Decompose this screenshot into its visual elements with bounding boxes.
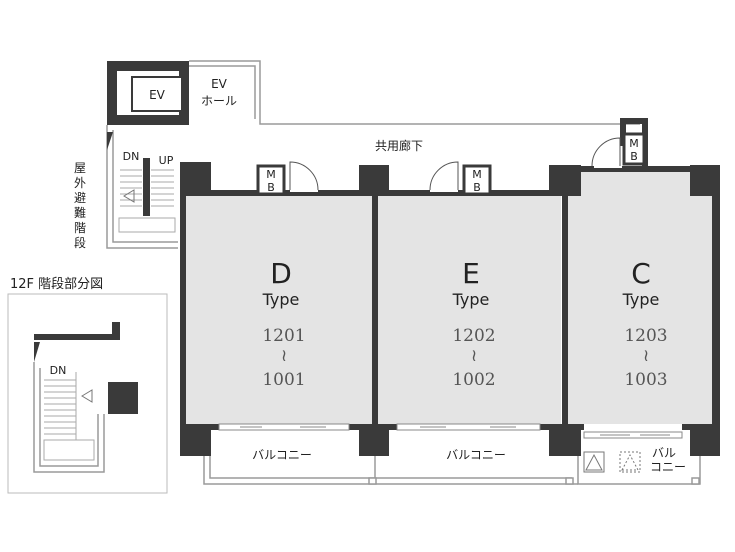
exterior-stair-label: 屋 外 避 難 階 段 [74, 161, 86, 250]
exterior-stair [107, 132, 176, 233]
svg-text:避: 避 [74, 191, 86, 205]
svg-text:B: B [267, 181, 275, 194]
svg-text:B: B [473, 181, 481, 194]
unit-range-sep: ≀ [281, 346, 287, 366]
ev-hall-label-line2: ホール [201, 94, 237, 108]
mb-box-c: M B [622, 132, 646, 166]
balconies [203, 456, 701, 485]
unit-range-bottom: 1002 [452, 370, 495, 390]
unit-range-top: 1203 [624, 326, 667, 346]
stair-wall-marker [107, 132, 113, 150]
corridor-outline [106, 125, 178, 249]
inset-arrow-icon [81, 389, 93, 403]
svg-text:段: 段 [74, 235, 86, 250]
balcony-c-label-line1: バル [652, 446, 676, 460]
svg-text:M: M [629, 137, 639, 150]
svg-text:屋: 屋 [74, 161, 86, 175]
balcony-d-label: バルコニー [252, 448, 312, 462]
windows [218, 423, 683, 439]
unit-range-bottom: 1001 [262, 370, 305, 390]
unit-letter: E [462, 257, 480, 290]
svg-text:階: 階 [74, 220, 86, 235]
ev-label: EV [149, 88, 166, 102]
mb-box-d: M B [256, 164, 286, 196]
unit-c-label: C Type 1203 ≀ 1003 [622, 257, 668, 390]
unit-letter: C [631, 257, 651, 290]
unit-d-floor [186, 196, 372, 424]
unit-d-label: D Type 1201 ≀ 1001 [262, 257, 306, 390]
svg-text:M: M [266, 168, 276, 181]
ev-hall [189, 60, 640, 125]
inset-dn-label: DN [50, 364, 67, 377]
svg-text:外: 外 [74, 176, 86, 190]
unit-type: Type [622, 290, 660, 309]
balcony-e-label: バルコニー [446, 448, 506, 462]
walls [180, 118, 720, 456]
mb-box-e: M B [462, 164, 492, 196]
unit-range-bottom: 1003 [624, 370, 667, 390]
svg-text:M: M [472, 168, 482, 181]
corridor-label: 共用廊下 [375, 138, 423, 153]
ev-hall-label-line1: EV [211, 77, 228, 91]
svg-text:難: 難 [74, 205, 86, 220]
unit-letter: D [270, 257, 292, 290]
unit-range-sep: ≀ [643, 346, 649, 366]
unit-type: Type [262, 290, 300, 309]
door-d [289, 161, 319, 192]
ac-unit-icon [583, 451, 641, 473]
balcony-c-label-line2: コニー [650, 460, 686, 474]
unit-range-top: 1202 [452, 326, 495, 346]
unit-c-floor [568, 172, 712, 424]
unit-e-label: E Type 1202 ≀ 1002 [452, 257, 496, 390]
stair-arrow-icon [123, 189, 135, 203]
unit-e-floor [378, 196, 561, 424]
inset-stair-plan [7, 293, 168, 494]
door-e [429, 161, 459, 192]
unit-type: Type [452, 290, 490, 309]
stair-dn-label: DN [123, 150, 140, 163]
inset-title: 12F 階段部分図 [10, 277, 103, 292]
door-c [591, 137, 622, 168]
unit-range-sep: ≀ [471, 346, 477, 366]
ev-block: EV [107, 61, 189, 125]
svg-text:B: B [630, 150, 638, 163]
unit-range-top: 1201 [262, 326, 305, 346]
stair-up-label: UP [159, 154, 174, 167]
